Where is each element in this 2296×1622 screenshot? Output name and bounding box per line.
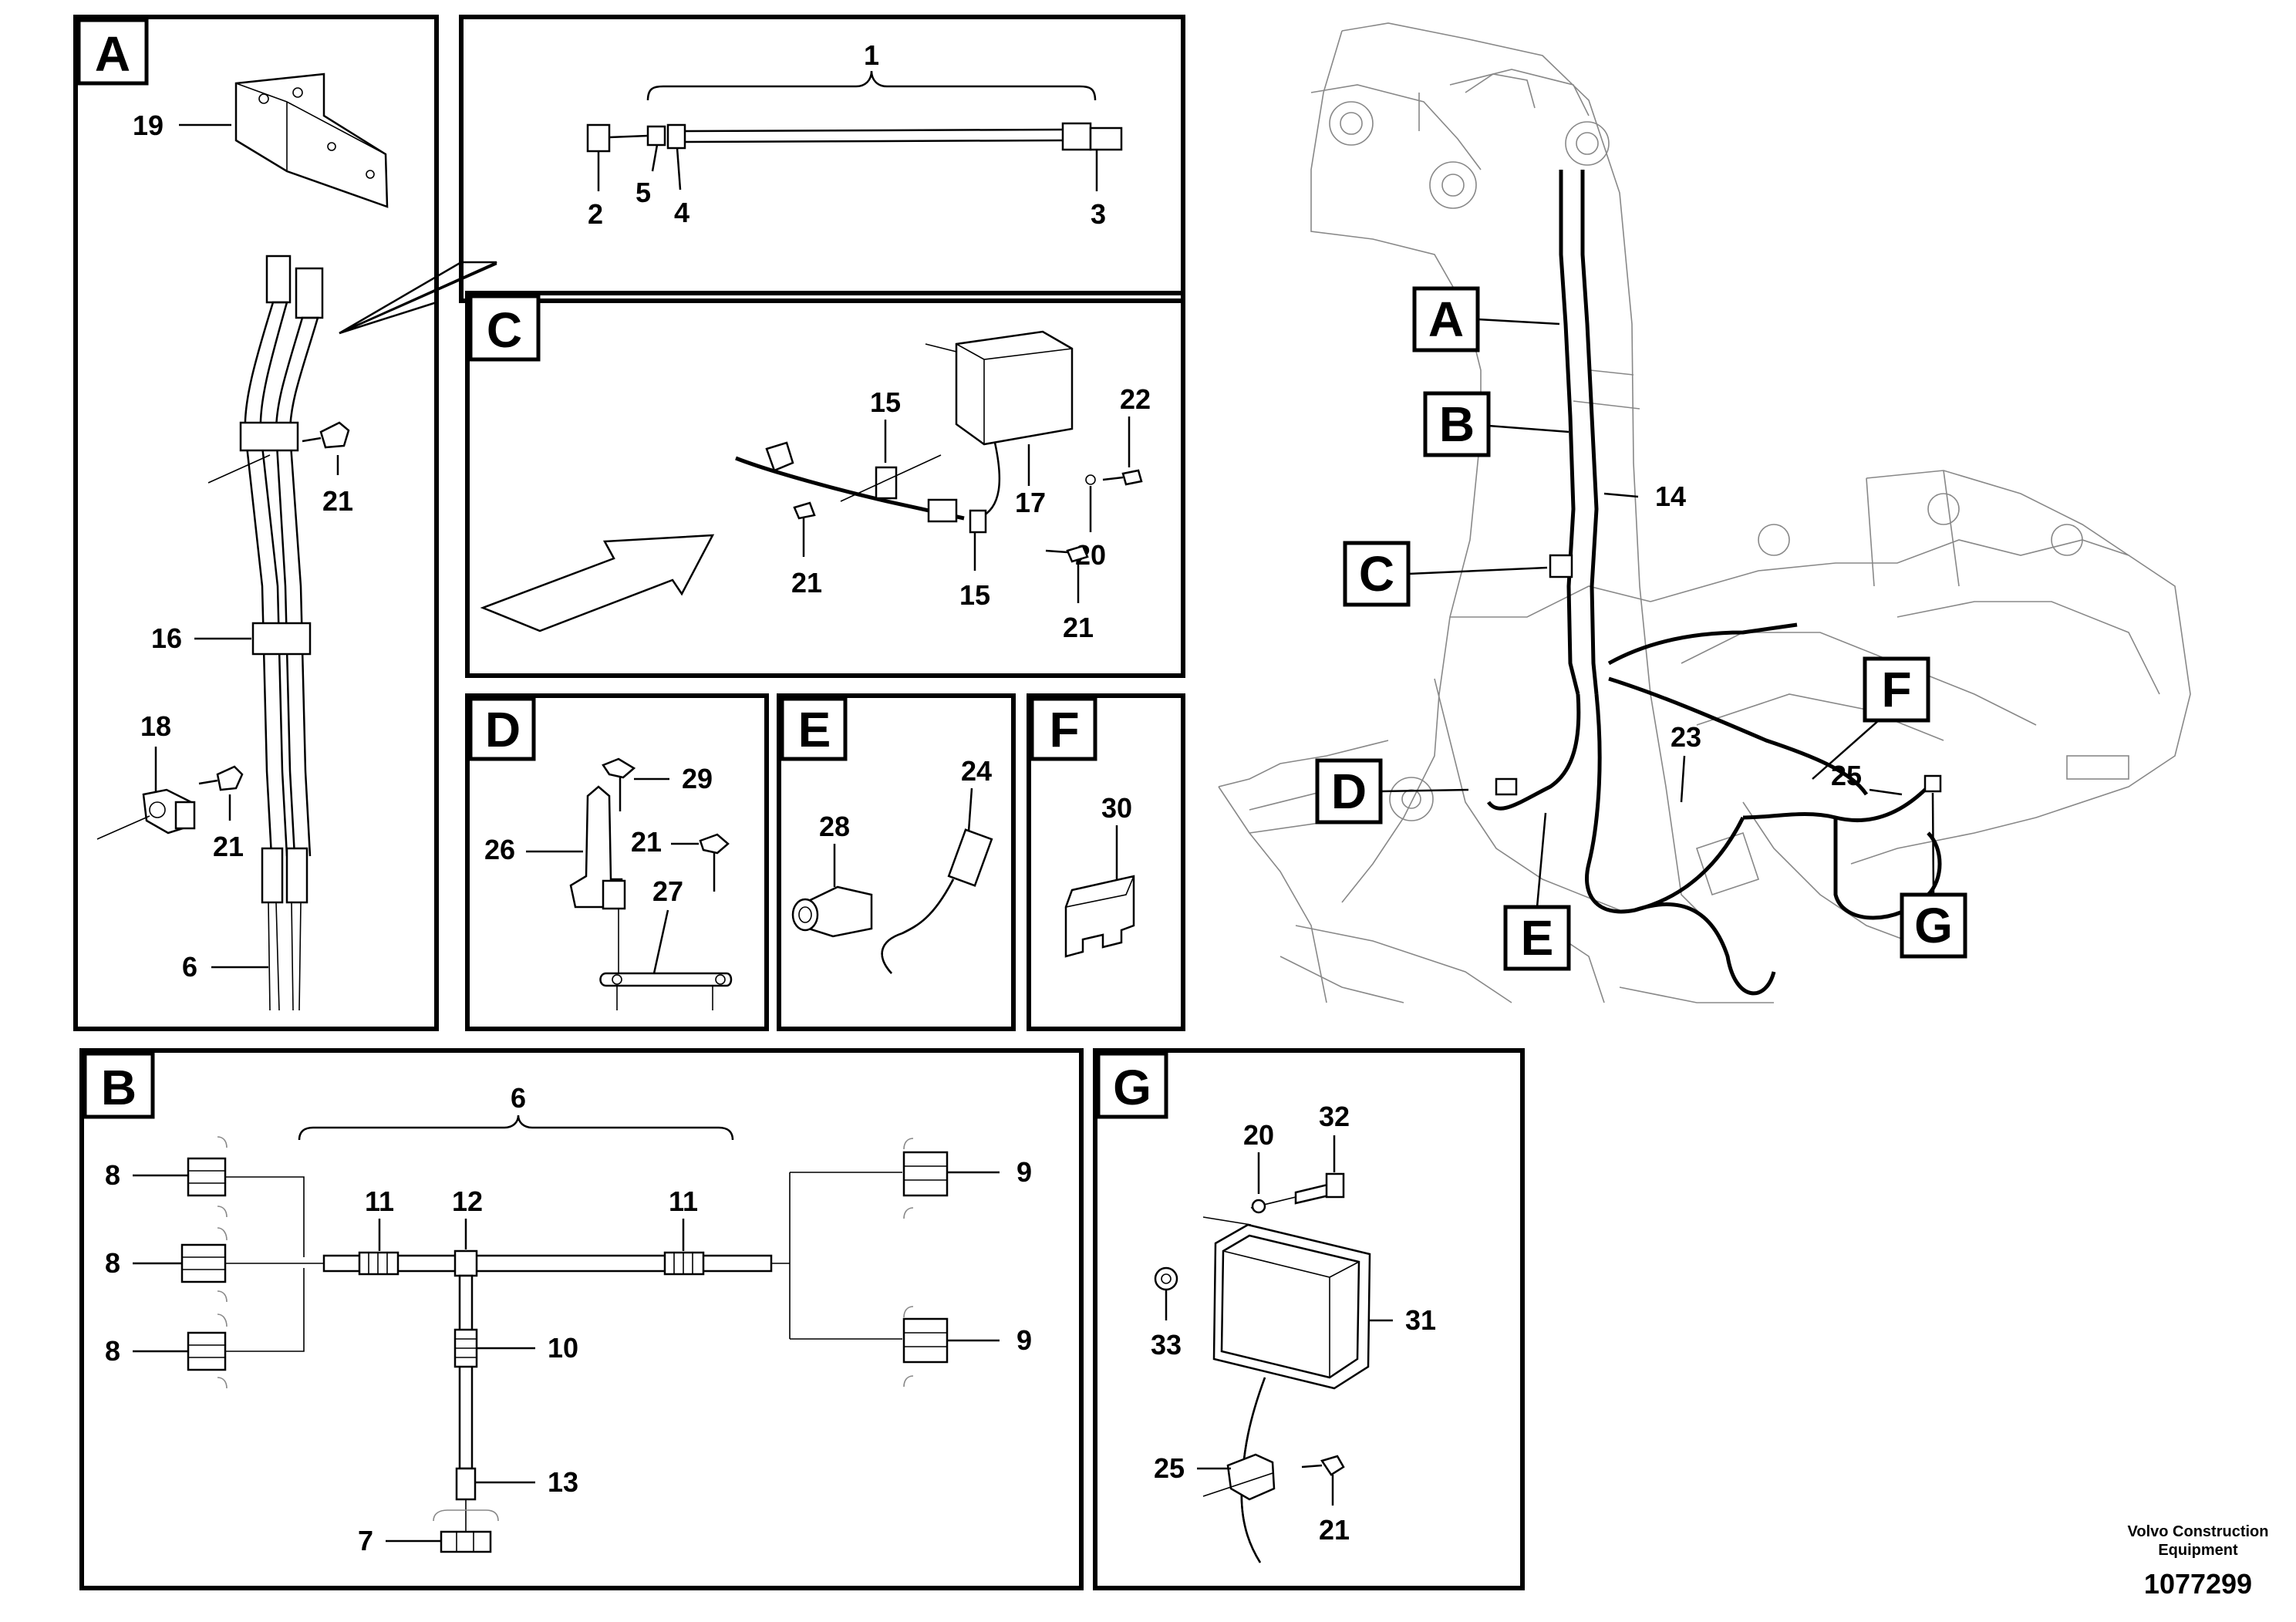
hose-assembly-6 — [239, 255, 324, 1011]
label-8-top: 8 — [105, 1159, 120, 1191]
label-25-g: 25 — [1154, 1452, 1185, 1484]
panel-g: G 20 32 31 33 25 21 — [1093, 1048, 1525, 1590]
connectors-9 — [902, 1138, 949, 1388]
company-name-line2: Equipment — [2158, 1542, 2238, 1559]
label-32: 32 — [1319, 1101, 1350, 1132]
label-25-overview: 25 — [1831, 760, 1862, 791]
module-31 — [1212, 1223, 1371, 1390]
label-28: 28 — [819, 811, 850, 842]
drawing-number: 1077299 — [2144, 1568, 2252, 1600]
panel-a-letter: A — [95, 26, 130, 82]
label-27: 27 — [652, 875, 683, 907]
panel-f-letter: F — [1049, 702, 1079, 757]
label-2: 2 — [588, 198, 603, 230]
label-3: 3 — [1091, 198, 1106, 230]
label-8-bottom: 8 — [105, 1335, 120, 1367]
direction-arrow — [480, 534, 715, 632]
label-6-a: 6 — [182, 951, 197, 983]
panel-d-letter: D — [485, 702, 521, 757]
label-29: 29 — [682, 763, 713, 794]
callout-e: E — [1521, 910, 1554, 966]
panel-d: D 29 21 26 27 — [465, 693, 769, 1031]
strap-27 — [599, 972, 733, 987]
label-8-mid: 8 — [105, 1247, 120, 1279]
label-11-right: 11 — [669, 1185, 698, 1217]
label-9-top: 9 — [1017, 1156, 1032, 1188]
label-31: 31 — [1405, 1304, 1436, 1336]
label-5: 5 — [636, 177, 651, 208]
sensor-cable-1 — [586, 122, 1123, 153]
bracket-26 — [569, 785, 626, 910]
label-1: 1 — [864, 39, 879, 71]
panel-e-letter: E — [798, 702, 831, 757]
label-15-lower: 15 — [959, 579, 990, 611]
label-21-c-left: 21 — [791, 567, 822, 599]
clamp-25 — [1226, 1453, 1276, 1501]
label-23: 23 — [1671, 721, 1701, 753]
label-30: 30 — [1101, 792, 1132, 824]
callout-a: A — [1428, 292, 1464, 347]
bracket-19 — [234, 73, 389, 208]
panel-b: B 6 8 8 8 11 12 — [79, 1048, 1084, 1590]
fuse-30 — [1064, 875, 1135, 958]
control-unit-17 — [955, 330, 1074, 446]
machine-overview: A B C D E F G 14 23 25 — [1218, 22, 2191, 1003]
label-21-upper: 21 — [322, 485, 353, 517]
panel-top: 1 2 5 4 3 — [459, 15, 1185, 303]
label-11-left: 11 — [365, 1185, 394, 1217]
label-18: 18 — [140, 710, 171, 742]
label-26: 26 — [484, 834, 515, 865]
panel-a: A 19 21 — [73, 15, 497, 1031]
label-6-b: 6 — [511, 1082, 526, 1114]
company-name: Volvo Construction — [2128, 1523, 2269, 1540]
footer: Volvo Construction Equipment 1077299 — [2128, 1523, 2269, 1600]
label-21-lower: 21 — [213, 831, 244, 862]
label-16: 16 — [151, 622, 182, 654]
label-13: 13 — [548, 1466, 578, 1498]
label-4: 4 — [674, 197, 689, 228]
label-21-g: 21 — [1319, 1514, 1350, 1546]
panel-g-letter: G — [1113, 1060, 1151, 1115]
label-20-g: 20 — [1243, 1119, 1274, 1151]
label-21-c-right: 21 — [1063, 612, 1094, 643]
label-12: 12 — [452, 1185, 483, 1217]
sensor-28 — [791, 885, 873, 938]
label-21-d: 21 — [631, 826, 662, 858]
callout-f: F — [1881, 662, 1911, 717]
label-10: 10 — [548, 1332, 578, 1364]
callout-c: C — [1359, 546, 1394, 602]
panel-b-letter: B — [101, 1060, 137, 1115]
callout-g: G — [1914, 898, 1953, 953]
panel-c-letter: C — [487, 302, 522, 358]
callout-d: D — [1331, 764, 1367, 819]
label-14: 14 — [1655, 481, 1686, 512]
label-24: 24 — [961, 755, 992, 787]
label-15-upper: 15 — [870, 386, 901, 418]
label-17: 17 — [1015, 487, 1046, 518]
connector-24 — [881, 828, 993, 974]
connectors-8 — [180, 1136, 228, 1389]
label-19: 19 — [133, 110, 164, 141]
panel-e: E 24 28 — [777, 693, 1016, 1031]
panel-f: F 30 — [1027, 693, 1185, 1031]
panel-c: C 22 15 20 17 21 15 — [465, 291, 1185, 678]
callout-b: B — [1439, 396, 1475, 452]
label-9-bottom: 9 — [1017, 1324, 1032, 1356]
label-7: 7 — [358, 1525, 373, 1556]
clip-18 — [142, 788, 196, 835]
label-22: 22 — [1120, 383, 1151, 415]
label-33: 33 — [1151, 1329, 1182, 1361]
